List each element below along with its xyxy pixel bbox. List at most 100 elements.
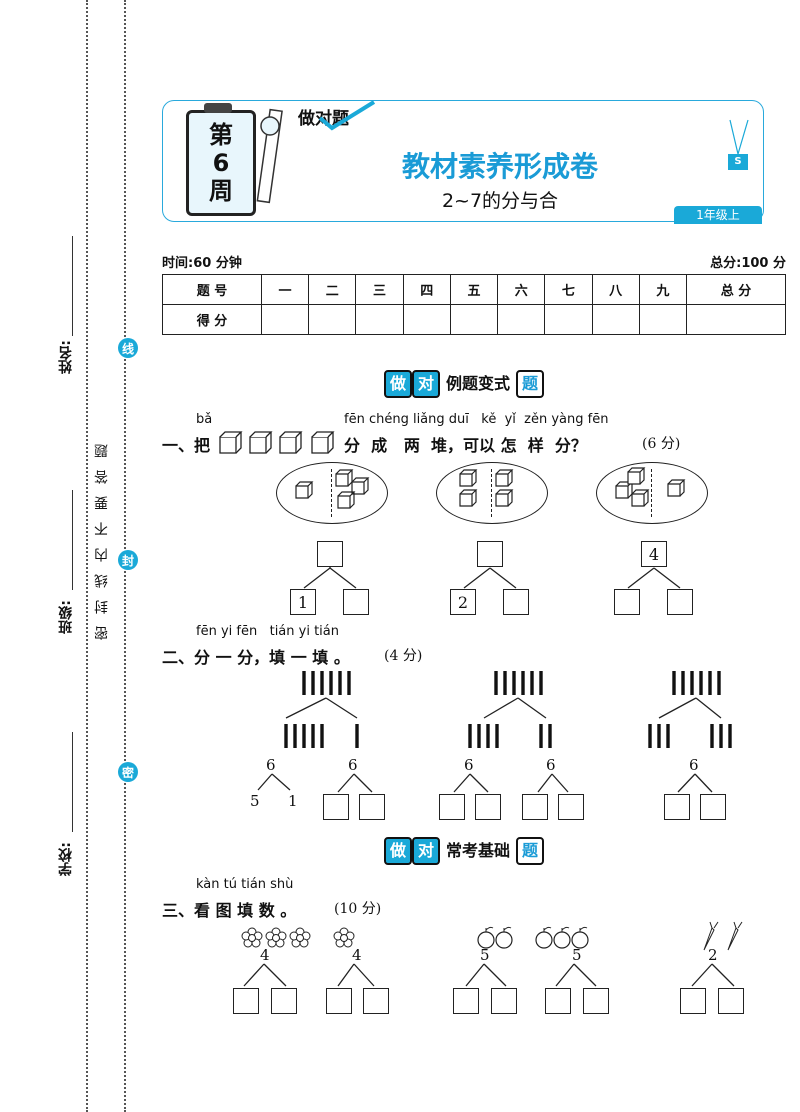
score-cell[interactable]	[686, 304, 786, 335]
table-cell: 八	[591, 274, 640, 305]
q3-tree-top: 5	[480, 946, 490, 964]
q2-answer-box[interactable]	[359, 794, 385, 820]
q1-answer-box[interactable]	[667, 589, 693, 615]
seal-mark-mi: 密	[118, 762, 138, 782]
q3-tree-top: 4	[352, 946, 362, 964]
q3-answer-box[interactable]	[326, 988, 352, 1014]
cubes-icon	[219, 431, 335, 454]
score-table-header-row: 题 号 一 二 三 四 五 六 七 八 九 总 分	[162, 274, 786, 305]
q3-answer-box[interactable]	[453, 988, 479, 1014]
q3-answer-box[interactable]	[718, 988, 744, 1014]
score-cell[interactable]	[591, 304, 640, 335]
q3-answer-box[interactable]	[271, 988, 297, 1014]
seal-mark-xian: 线	[118, 338, 138, 358]
table-cell: 得 分	[162, 304, 262, 335]
q3-text: 三、看 图 填 数 。	[162, 901, 297, 920]
q1-lead: 一、把	[162, 436, 211, 455]
school-field[interactable]	[72, 732, 73, 832]
q3-answer-box[interactable]	[233, 988, 259, 1014]
section-title: 例题变式	[440, 372, 517, 396]
tag-label: S	[728, 154, 748, 170]
q2-tree-right: 1	[288, 792, 298, 810]
q2-score-wrap: (4 分)	[384, 645, 422, 665]
q2-pinyin: fēn yi fēn tián yi tián	[196, 624, 339, 639]
class-field[interactable]	[72, 490, 73, 590]
section-header-example: 做 对 例题变式 题	[384, 370, 545, 398]
week-badge: 第 6 周	[186, 110, 256, 216]
total-score: 总分:100 分	[710, 256, 786, 271]
q3-tree-top: 4	[260, 946, 270, 964]
q2-answer-box[interactable]	[700, 794, 726, 820]
q1-whole-box: 4	[641, 541, 667, 567]
q3-tree-top: 2	[708, 946, 718, 964]
q1-answer-box[interactable]	[317, 541, 343, 567]
q3-answer-box[interactable]	[680, 988, 706, 1014]
score-cell[interactable]	[638, 304, 688, 335]
pencil-mascot-icon	[256, 108, 283, 204]
q1-score: (6 分)	[642, 436, 681, 452]
q2-answer-box[interactable]	[664, 794, 690, 820]
q1-part-box: 1	[290, 589, 316, 615]
q2-answer-box[interactable]	[522, 794, 548, 820]
name-field[interactable]	[72, 236, 73, 336]
q1-answer-box[interactable]	[343, 589, 369, 615]
q3-answer-box[interactable]	[363, 988, 389, 1014]
table-cell: 题 号	[162, 274, 262, 305]
q1-part-box: 2	[450, 589, 476, 615]
q2-score: (4 分)	[384, 648, 423, 664]
section-badge-end: 题	[516, 370, 545, 398]
q3-answer-box[interactable]	[583, 988, 609, 1014]
table-cell: 总 分	[686, 274, 786, 305]
q2-answer-box[interactable]	[558, 794, 584, 820]
cube-group-oval-3	[596, 462, 708, 524]
q2-answer-box[interactable]	[475, 794, 501, 820]
section-badge-end: 题	[516, 837, 545, 865]
score-cell[interactable]	[544, 304, 593, 335]
q3-score-wrap: (10 分)	[334, 898, 381, 918]
week-number: 6	[212, 149, 230, 177]
table-cell: 一	[260, 274, 310, 305]
section-badge-a: 做	[384, 370, 413, 398]
q1-pinyin-a: bǎ	[196, 412, 213, 427]
q3-tree-top: 5	[572, 946, 582, 964]
clipboard-clip-icon	[204, 103, 232, 113]
section-title: 常考基础	[440, 839, 517, 863]
score-cell[interactable]	[402, 304, 451, 335]
section-badge-a: 做	[384, 837, 413, 865]
q2-answer-box[interactable]	[323, 794, 349, 820]
q1-answer-box[interactable]	[503, 589, 529, 615]
score-table-score-row: 得 分	[162, 304, 786, 335]
q1-text: 分 成 两 堆，可以 怎 样 分？	[344, 436, 587, 455]
page-title: 教材素养形成卷	[401, 150, 598, 183]
q2-text: 二、分 一 分，填 一 填 。	[162, 648, 350, 667]
score-table: 题 号 一 二 三 四 五 六 七 八 九 总 分 得 分	[162, 274, 786, 335]
q1-pinyin-b: fēn chéng liǎng duī kě yǐ zěn yàng fēn	[344, 412, 609, 427]
time-limit: 时间:60 分钟	[162, 256, 242, 271]
q2-tree-top: 6	[266, 756, 276, 774]
table-cell: 九	[638, 274, 688, 305]
table-cell: 二	[308, 274, 357, 305]
q1-answer-box[interactable]	[477, 541, 503, 567]
score-cell[interactable]	[497, 304, 546, 335]
seal-mark-feng: 封	[118, 550, 138, 570]
grade-tab: 1年级上	[674, 206, 762, 224]
week-label-2: 周	[209, 177, 233, 205]
q1-score-wrap: (6 分)	[642, 433, 680, 453]
week-label-1: 第	[209, 121, 233, 149]
q2-tree-top: 6	[348, 756, 358, 774]
cube-group-oval-2	[436, 462, 548, 524]
q1-answer-box[interactable]	[614, 589, 640, 615]
q2-tree-top: 6	[546, 756, 556, 774]
section-header-basic: 做 对 常考基础 题	[384, 837, 545, 865]
q2-answer-box[interactable]	[439, 794, 465, 820]
section-badge-b: 对	[412, 370, 441, 398]
score-cell[interactable]	[308, 304, 357, 335]
page-subtitle: 2~7的分与合	[441, 190, 559, 212]
q3-answer-box[interactable]	[491, 988, 517, 1014]
q3-pinyin: kàn tú tián shù	[196, 877, 294, 892]
q2-tree-top: 6	[464, 756, 474, 774]
q3-answer-box[interactable]	[545, 988, 571, 1014]
